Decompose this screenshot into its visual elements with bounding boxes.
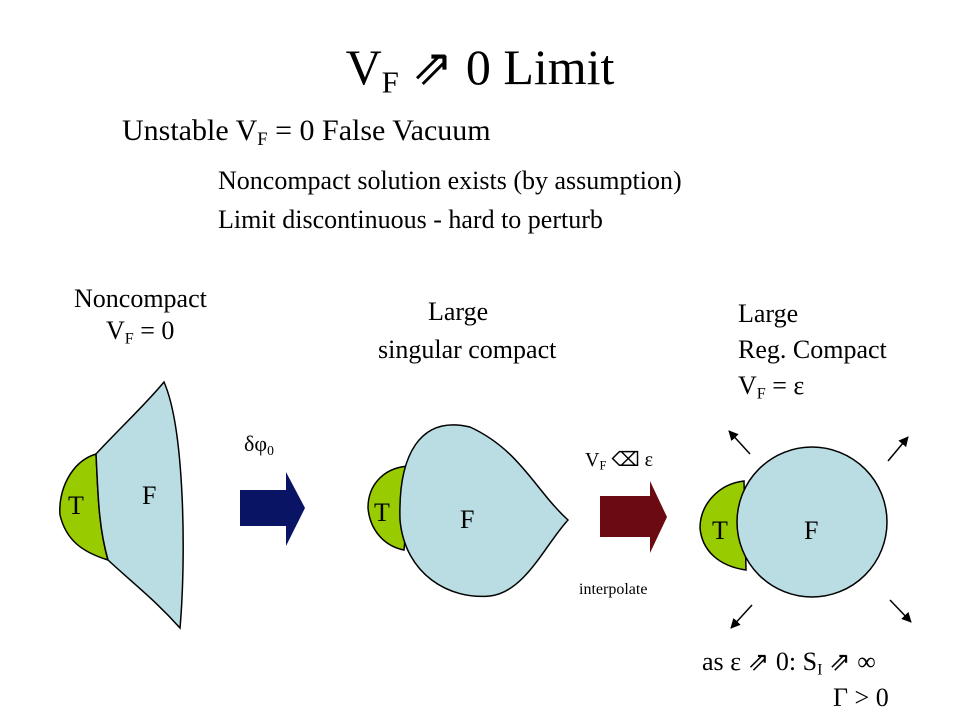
gamma-statement: Γ > 0 (833, 683, 889, 712)
regular-true-vacuum-region (699, 480, 747, 571)
interpolate-label: interpolate (579, 581, 648, 598)
singular-f-label: F (460, 505, 474, 534)
arrow-delta-phi (240, 472, 305, 546)
singular-compact-bubble: T F (367, 424, 570, 598)
noncompact-caption: Noncompact VF = 0 (74, 284, 207, 348)
regular-compact-bubble: T F (699, 446, 888, 598)
erase-arrow-icon: ⌫ (611, 447, 640, 471)
limit-arrow-icon: ⇗ (747, 647, 770, 677)
delta-phi-label: δφ0 (244, 431, 274, 458)
slide-subtitle: Unstable VF = 0 False Vacuum (122, 114, 491, 151)
singular-false-vacuum-region (399, 424, 570, 598)
slide-title: VF ⇗ 0 Limit (345, 38, 615, 100)
noncompact-t-label: T (68, 491, 84, 520)
singular-compact-caption: Large singular compact (378, 297, 557, 364)
limit-statement: as ε ⇗ 0: SI ⇗ ∞ (702, 647, 876, 679)
regular-t-label: T (712, 516, 728, 545)
bullet-noncompact-solution: Noncompact solution exists (by assumptio… (218, 166, 682, 195)
bullet-limit-discontinuous: Limit discontinuous - hard to perturb (218, 205, 603, 234)
regular-compact-caption: Large Reg. Compact VF = ε (738, 299, 887, 403)
vf-to-epsilon-label: VF ⌫ ε (585, 447, 654, 473)
limit-arrow-icon: ⇗ (828, 647, 851, 677)
expansion-arrow-down-right (889, 599, 912, 623)
noncompact-false-vacuum-region (95, 380, 184, 630)
arrow-interpolate (600, 481, 667, 553)
limit-arrow-icon: ⇗ (411, 38, 454, 96)
expansion-arrow-up-right (887, 436, 909, 462)
singular-t-label: T (374, 498, 390, 527)
expansion-arrow-down-left (730, 604, 753, 629)
expansion-arrow-up-left (728, 430, 751, 455)
noncompact-f-label: F (142, 481, 156, 510)
regular-false-vacuum-region (736, 446, 888, 598)
noncompact-bubble: T F (59, 380, 184, 630)
regular-f-label: F (804, 516, 818, 545)
